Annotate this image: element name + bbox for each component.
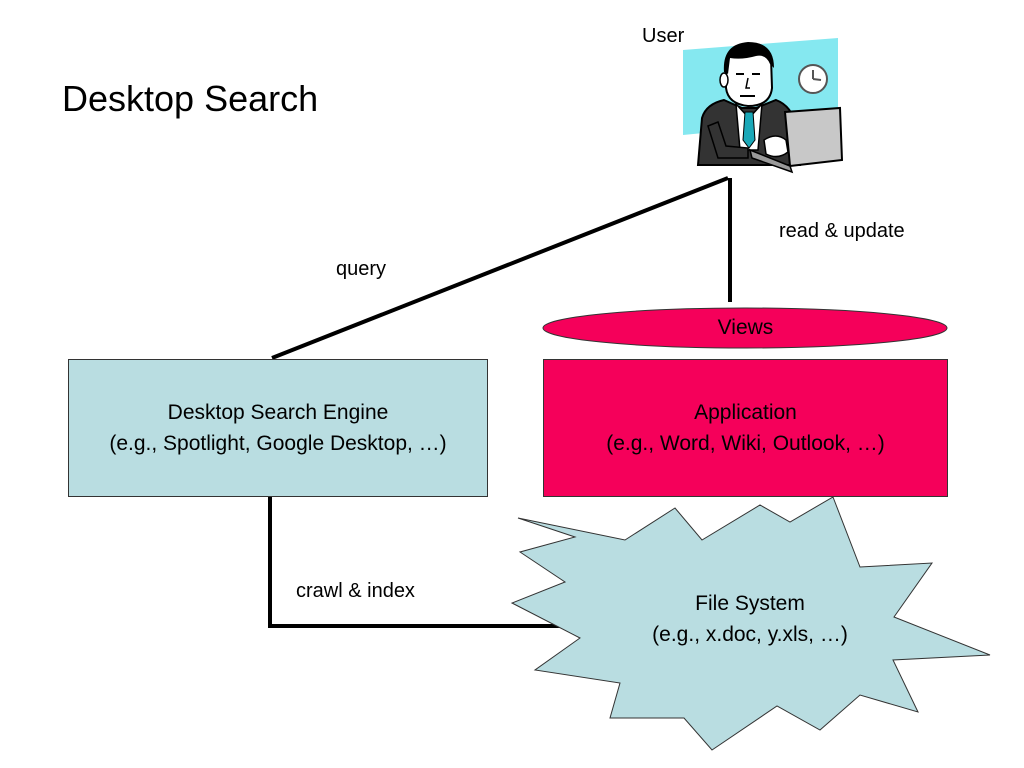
read-update-label: read & update <box>779 220 905 242</box>
user-label: User <box>642 25 685 47</box>
application-examples: (e.g., Word, Wiki, Outlook, …) <box>606 432 885 455</box>
query-label: query <box>336 258 387 280</box>
file-system-name: File System <box>695 592 805 615</box>
desktop-search-engine-box: Desktop Search Engine (e.g., Spotlight, … <box>68 359 488 497</box>
businessman-at-laptop-icon <box>683 38 844 174</box>
views-ellipse <box>542 307 948 349</box>
query-connector <box>271 176 729 360</box>
search-engine-name: Desktop Search Engine <box>167 401 389 424</box>
file-system-starburst <box>510 496 991 751</box>
application-name: Application <box>694 401 797 424</box>
crawl-index-label: crawl & index <box>296 580 415 602</box>
search-engine-examples: (e.g., Spotlight, Google Desktop, …) <box>109 432 447 455</box>
views-label: Views <box>717 316 774 339</box>
file-system-label: File System (e.g., x.doc, y.xls, …) <box>590 588 910 650</box>
file-system-examples: (e.g., x.doc, y.xls, …) <box>652 623 848 646</box>
page-title: Desktop Search <box>62 78 319 119</box>
crawl-index-connector <box>268 497 560 628</box>
application-box: Application (e.g., Word, Wiki, Outlook, … <box>543 359 948 497</box>
